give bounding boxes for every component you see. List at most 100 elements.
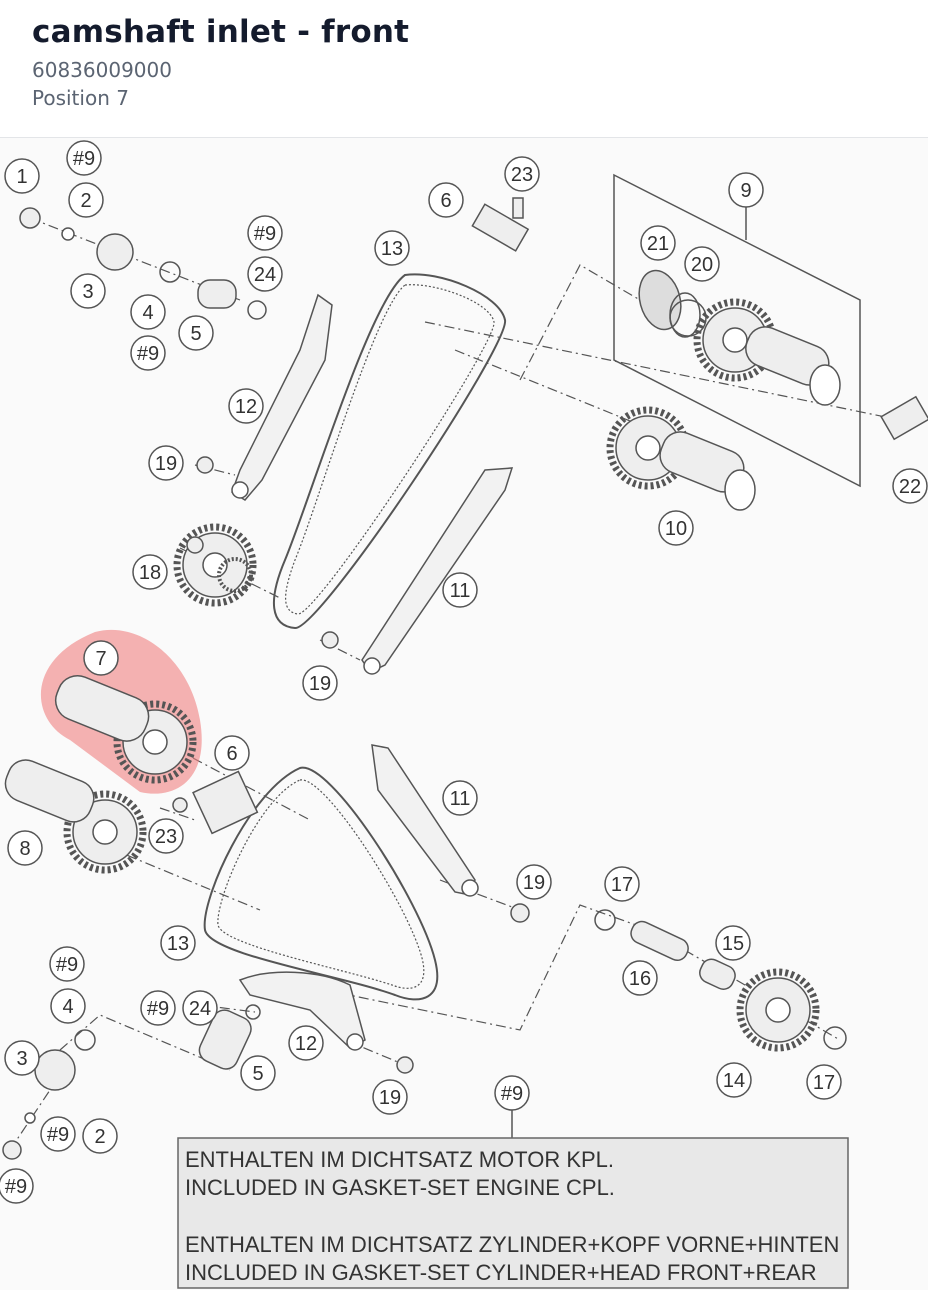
callout-hash9: #9 bbox=[66, 140, 102, 176]
callout-label: 23 bbox=[155, 826, 177, 848]
callout-circle bbox=[178, 315, 214, 351]
callout-15: 15 bbox=[715, 925, 751, 961]
camshaft-rear-intake bbox=[610, 410, 756, 511]
callout-hash9: #9 bbox=[130, 335, 166, 371]
callout-label: 20 bbox=[691, 254, 713, 276]
chain-guides bbox=[231, 293, 514, 1051]
callout-label: 5 bbox=[190, 323, 201, 345]
callout-label: 3 bbox=[82, 281, 93, 303]
callout-label: 12 bbox=[295, 1033, 317, 1055]
callout-label: #9 bbox=[47, 1124, 69, 1146]
callout-16: 16 bbox=[622, 960, 658, 996]
callout-label: #9 bbox=[56, 954, 78, 976]
legend-line-3: ENTHALTEN IM DICHTSATZ ZYLINDER+KOPF VOR… bbox=[185, 1232, 839, 1257]
callout-4: 4 bbox=[50, 988, 86, 1024]
assembly-box-9 bbox=[613, 173, 861, 488]
callout-label: 11 bbox=[450, 788, 471, 810]
callout-label: 6 bbox=[226, 743, 237, 765]
callout-label: #9 bbox=[137, 343, 159, 365]
callout-5: 5 bbox=[240, 1055, 276, 1091]
callout-label: 18 bbox=[139, 562, 161, 584]
callout-5: 5 bbox=[178, 315, 214, 351]
callout-label: 19 bbox=[309, 673, 331, 695]
callout-circle bbox=[288, 1025, 324, 1061]
callout-24: 24 bbox=[182, 990, 218, 1026]
callout-circle bbox=[604, 866, 640, 902]
callout-label: 24 bbox=[254, 264, 276, 286]
callout-label: 4 bbox=[62, 996, 73, 1018]
callout-label: 3 bbox=[16, 1048, 27, 1070]
callout-circle bbox=[716, 1062, 752, 1098]
sprocket-18 bbox=[177, 527, 253, 603]
callout-circle bbox=[806, 1064, 842, 1100]
callout-circle bbox=[892, 468, 928, 504]
callout-label: 19 bbox=[155, 453, 177, 475]
part-number: 60836009000 bbox=[32, 58, 172, 82]
callout-circle bbox=[160, 925, 196, 961]
callout-circle bbox=[504, 156, 540, 192]
callout-label: 17 bbox=[611, 874, 633, 896]
diagram-canvas: 1#9234#95#924623139212012192210181119761… bbox=[0, 140, 928, 1289]
callout-circle bbox=[68, 182, 104, 218]
highlighted-part-7 bbox=[40, 629, 202, 794]
callout-circle bbox=[7, 830, 43, 866]
callout-circle bbox=[49, 946, 85, 982]
callout-circle bbox=[428, 182, 464, 218]
callout-3: 3 bbox=[4, 1040, 40, 1076]
callout-label: 5 bbox=[252, 1063, 263, 1085]
legend-line-1: ENTHALTEN IM DICHTSATZ MOTOR KPL. bbox=[185, 1147, 614, 1172]
callout-22: 22 bbox=[892, 468, 928, 504]
callout-2: 2 bbox=[68, 182, 104, 218]
callout-label: 9 bbox=[740, 180, 751, 202]
callout-circle bbox=[247, 215, 283, 251]
small-parts bbox=[2, 197, 928, 1160]
callout-circle bbox=[715, 925, 751, 961]
callout-7: 7 bbox=[83, 640, 119, 676]
callout-circle bbox=[4, 1040, 40, 1076]
legend: ENTHALTEN IM DICHTSATZ MOTOR KPL. INCLUD… bbox=[177, 1075, 849, 1289]
callout-circle bbox=[442, 572, 478, 608]
callout-circle bbox=[374, 230, 410, 266]
callout-circle bbox=[132, 554, 168, 590]
callout-10: 10 bbox=[658, 510, 694, 546]
callout-circle bbox=[4, 158, 40, 194]
position-label: Position 7 bbox=[32, 86, 129, 110]
callout-11: 11 bbox=[442, 572, 478, 608]
callout-hash9: #9 bbox=[49, 946, 85, 982]
callout-label: 15 bbox=[722, 933, 744, 955]
callout-circle bbox=[0, 1168, 34, 1204]
callout-label: 10 bbox=[665, 518, 687, 540]
callout-label: 7 bbox=[95, 648, 106, 670]
callout-circle bbox=[66, 140, 102, 176]
callout-label: 19 bbox=[379, 1087, 401, 1109]
callout-label: 17 bbox=[813, 1072, 835, 1094]
callout-circle bbox=[130, 294, 166, 330]
callout-label: 16 bbox=[629, 968, 651, 990]
callout-circle bbox=[83, 640, 119, 676]
callout-circle bbox=[640, 225, 676, 261]
callout-1: 1 bbox=[4, 158, 40, 194]
callout-4: 4 bbox=[130, 294, 166, 330]
page-title: camshaft inlet - front bbox=[32, 14, 410, 50]
callout-label: 13 bbox=[381, 238, 403, 260]
callout-label: 13 bbox=[167, 933, 189, 955]
callout-18: 18 bbox=[132, 554, 168, 590]
callout-circle bbox=[214, 735, 250, 771]
camshaft-rear-exhaust bbox=[638, 269, 841, 406]
callout-label: 21 bbox=[647, 233, 669, 255]
callout-circle bbox=[182, 990, 218, 1026]
callout-circle bbox=[302, 665, 338, 701]
callout-label: #9 bbox=[254, 223, 276, 245]
callout-23: 23 bbox=[148, 818, 184, 854]
callout-hash9: #9 bbox=[140, 990, 176, 1026]
callout-label: 1 bbox=[16, 166, 27, 188]
callout-label: #9 bbox=[73, 148, 95, 170]
callout-21: 21 bbox=[640, 225, 676, 261]
callout-label: #9 bbox=[5, 1176, 27, 1198]
callout-17: 17 bbox=[604, 866, 640, 902]
callout-label: 2 bbox=[80, 190, 91, 212]
callout-13: 13 bbox=[160, 925, 196, 961]
callout-19: 19 bbox=[516, 864, 552, 900]
callout-3: 3 bbox=[70, 273, 106, 309]
